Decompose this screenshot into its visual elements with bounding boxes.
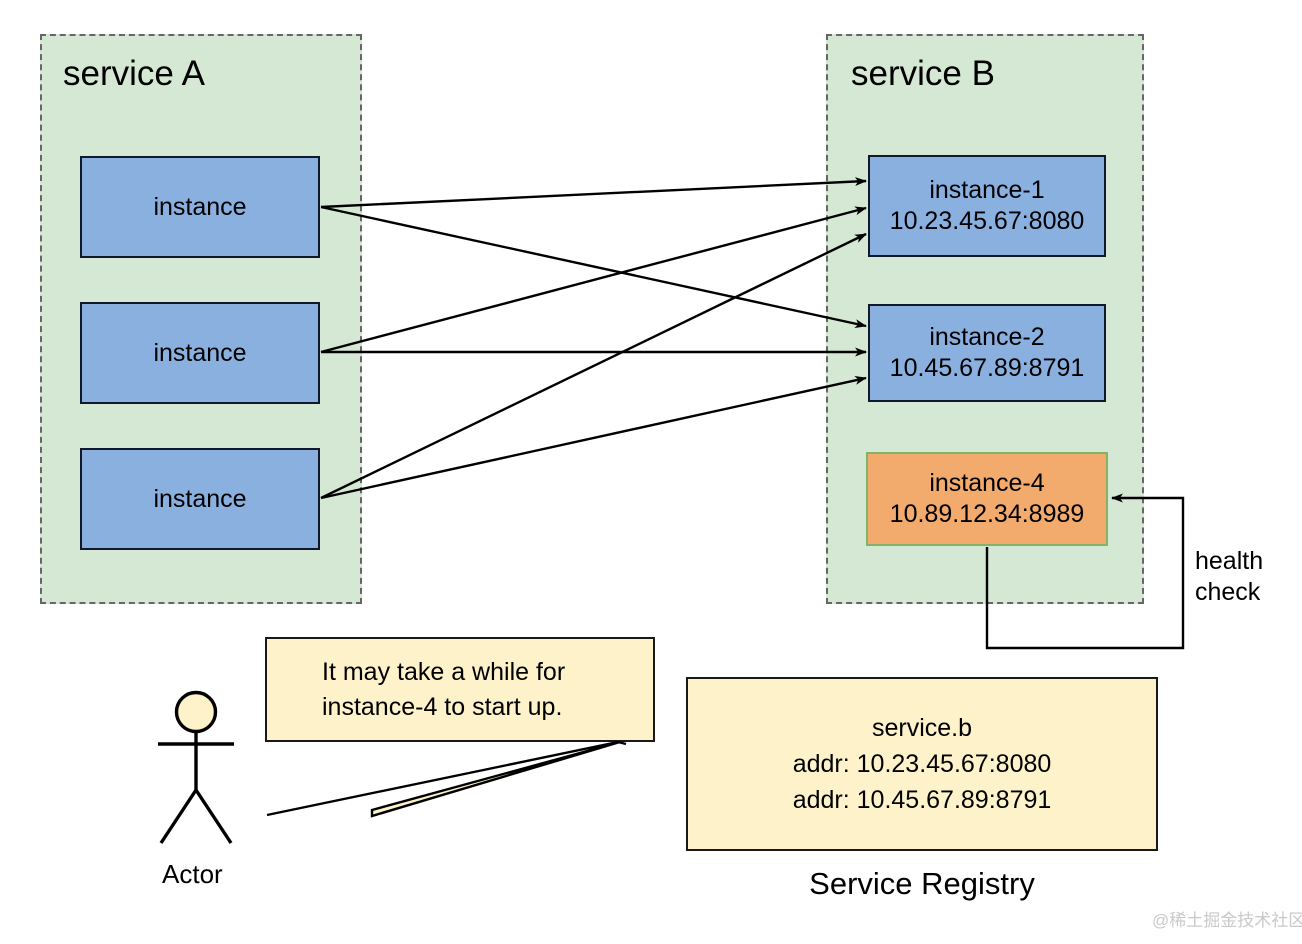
registry-service-name: service.b — [871, 714, 973, 742]
registry-entry-1: addr: 10.23.45.67:8080 — [792, 750, 1052, 778]
service-registry-caption: Service Registry — [809, 866, 1035, 901]
note-line-2: instance-4 to start up. — [322, 692, 563, 721]
actor-label: Actor — [162, 859, 223, 889]
note-bubble[interactable]: It may take a while for instance-4 to st… — [265, 637, 655, 742]
service-registry-box[interactable]: service.b addr: 10.23.45.67:8080 addr: 1… — [686, 677, 1158, 851]
instance-label: instance — [153, 192, 247, 221]
service-b-title: service B — [851, 54, 995, 93]
watermark: @稀土掘金技术社区 — [1152, 911, 1302, 930]
actor-right-leg — [194, 789, 233, 844]
actor-head — [174, 690, 218, 734]
instance-label: instance — [153, 484, 247, 513]
service-a-to-service-b-edges — [320, 177, 867, 500]
edge-a2-b1 — [320, 206, 867, 354]
instance-label: instance — [153, 338, 247, 367]
instance-address: 10.89.12.34:8989 — [889, 500, 1085, 528]
instance-name: instance-1 — [929, 176, 1045, 204]
registry-entry-2: addr: 10.45.67.89:8791 — [792, 786, 1052, 814]
edge-a3-b2 — [320, 375, 867, 500]
actor-figure[interactable] — [158, 690, 234, 844]
note-bubble-tail — [266, 740, 627, 818]
instance-address: 10.23.45.67:8080 — [889, 207, 1085, 235]
edge-a1-b1 — [320, 177, 867, 209]
service-b-instance-4[interactable]: instance-4 10.89.12.34:8989 — [866, 452, 1108, 546]
service-a-title: service A — [63, 54, 205, 93]
service-b-instance-2[interactable]: instance-2 10.45.67.89:8791 — [868, 304, 1106, 402]
service-b-instance-1[interactable]: instance-1 10.23.45.67:8080 — [868, 155, 1106, 257]
instance-address: 10.45.67.89:8791 — [889, 354, 1085, 382]
edge-a1-b2 — [320, 205, 867, 329]
instance-name: instance-2 — [929, 323, 1045, 351]
edge-a3-b1 — [320, 232, 867, 500]
service-a-instance-1[interactable]: instance — [80, 156, 320, 258]
health-check-label-line1: health — [1195, 547, 1264, 575]
note-line-1: It may take a while for — [322, 657, 566, 686]
health-check-label-line2: check — [1195, 578, 1261, 606]
service-a-instance-2[interactable]: instance — [80, 302, 320, 404]
instance-name: instance-4 — [929, 469, 1045, 497]
actor-left-leg — [159, 789, 198, 844]
service-a-instance-3[interactable]: instance — [80, 448, 320, 550]
